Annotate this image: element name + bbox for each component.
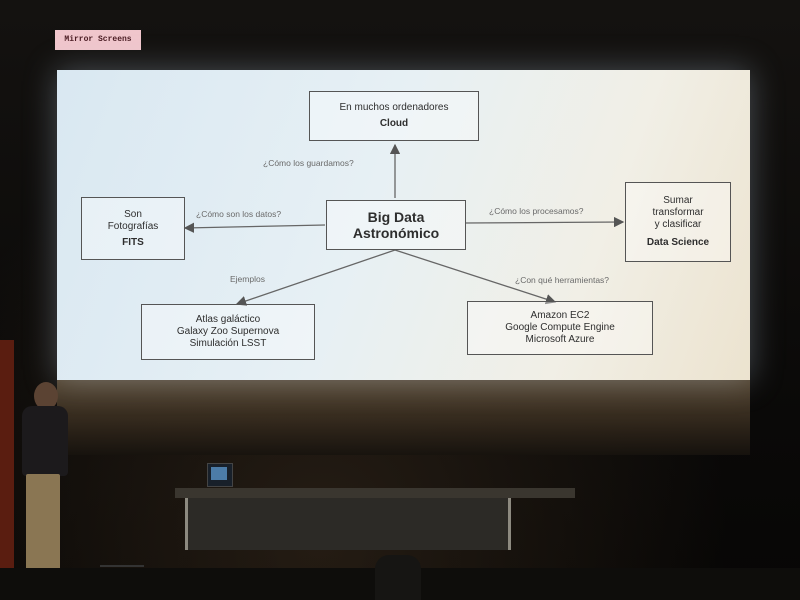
mirror-screens-badge: Mirror Screens	[55, 30, 141, 50]
node-fits-line1: Son	[124, 208, 142, 220]
node-ds-line1: Sumar	[663, 195, 693, 206]
audience-seat	[375, 555, 421, 600]
edge-label-storage: ¿Cómo los guardamos?	[263, 158, 354, 168]
arrow-to-fits	[183, 222, 326, 234]
node-cloud-line1: En muchos ordenadores	[339, 102, 449, 113]
node-data-science: Sumar transformar y clasificar Data Scie…	[625, 182, 731, 262]
node-tools-line3: Microsoft Azure	[525, 334, 595, 345]
node-examples-line3: Simulación LSST	[189, 338, 267, 349]
edge-label-examples: Ejemplos	[230, 274, 265, 284]
arrow-to-tools	[394, 249, 557, 305]
node-fits-line2: Fotografías	[107, 220, 159, 232]
node-examples: Atlas galáctico Galaxy Zoo Supernova Sim…	[141, 304, 315, 360]
arrow-to-examples	[235, 249, 396, 306]
edge-label-processing: ¿Cómo los procesamos?	[489, 206, 584, 216]
arrow-layer	[183, 143, 625, 306]
node-fits-line3: FITS	[122, 236, 144, 248]
node-fits: Son Fotografías FITS	[81, 197, 185, 260]
projection-screen-lower	[57, 380, 750, 455]
edge-label-tools: ¿Con qué herramientas?	[515, 275, 610, 285]
projection-screen: En muchos ordenadores Cloud Son Fotograf…	[57, 70, 750, 380]
node-big-data-line2: Astronómico	[352, 225, 440, 241]
node-ds-line3: y clasificar	[654, 219, 702, 230]
node-big-data: Big Data Astronómico	[326, 200, 466, 250]
stage-table	[175, 488, 575, 560]
node-ds-line4: Data Science	[646, 237, 710, 248]
edge-label-data-format: ¿Cómo son los datos?	[196, 209, 282, 219]
node-cloud: En muchos ordenadores Cloud	[309, 91, 479, 141]
presenter-legs	[26, 474, 60, 579]
table-front	[185, 498, 511, 550]
node-ds-line2: transformar	[652, 207, 704, 218]
presenter-torso	[22, 406, 68, 476]
node-tools-line1: Amazon EC2	[530, 310, 590, 321]
node-cloud-line2: Cloud	[379, 118, 409, 129]
laptop-screen	[211, 467, 227, 480]
node-examples-line1: Atlas galáctico	[195, 314, 261, 325]
stage-curtain	[0, 340, 14, 570]
presenter-head	[34, 382, 58, 410]
node-tools: Amazon EC2 Google Compute Engine Microso…	[467, 301, 653, 355]
table-top	[175, 488, 575, 498]
tripod	[100, 545, 144, 567]
presenter	[16, 382, 74, 587]
node-examples-line2: Galaxy Zoo Supernova	[176, 326, 280, 337]
node-tools-line2: Google Compute Engine	[505, 322, 615, 333]
arrow-to-data-science	[464, 216, 625, 228]
node-big-data-line1: Big Data	[367, 209, 425, 225]
